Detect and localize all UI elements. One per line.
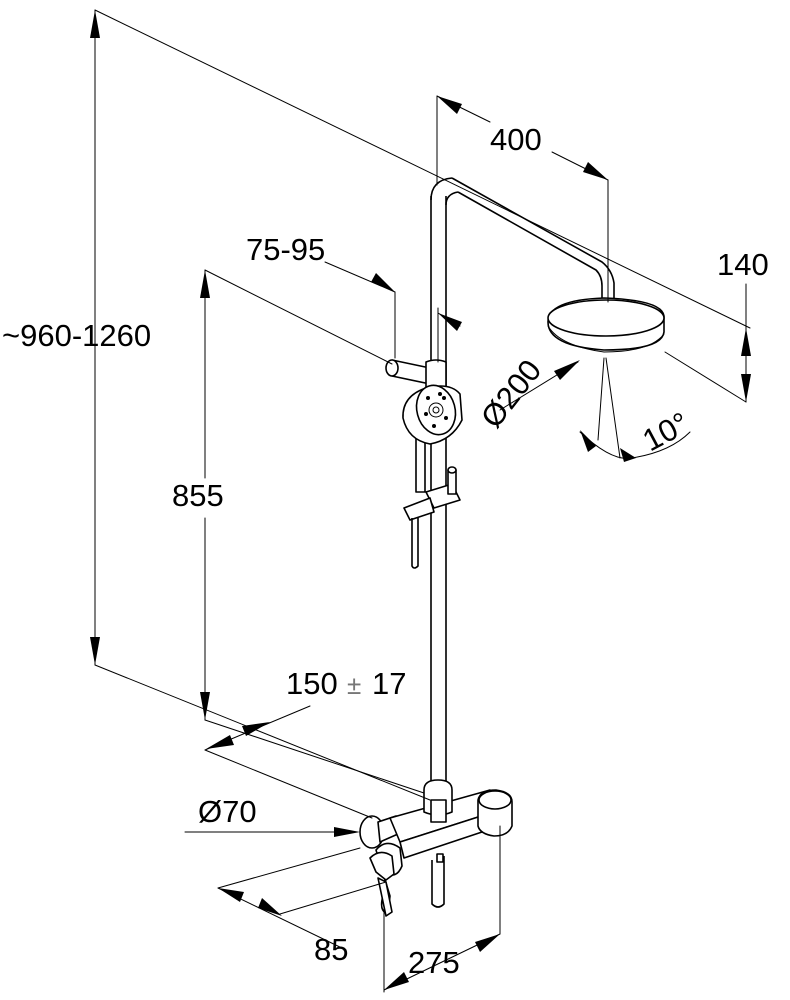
dimension-head-height: 140	[664, 247, 769, 403]
dimension-rosette-diameter: Ø70	[184, 794, 360, 837]
dimension-head-tilt: 10°	[579, 357, 695, 462]
dimension-total-height: ~960-1260	[2, 9, 751, 801]
shower-arm	[451, 177, 615, 302]
label-inlet-spacing: 150	[286, 666, 338, 701]
dimension-bracket-height: 855	[172, 269, 425, 794]
label-slider-offset: 75-95	[246, 232, 325, 267]
label-mixer-width: 275	[408, 945, 460, 980]
label-head-height: 140	[717, 247, 769, 282]
thermostatic-mixer	[359, 779, 513, 917]
label-head-diameter: Ø200	[474, 353, 548, 434]
dimension-mixer-width: 275	[383, 825, 501, 993]
label-arm-length: 400	[490, 122, 542, 157]
dimension-wall-offset: 85	[217, 847, 387, 967]
shower-column	[430, 177, 619, 795]
label-bracket-height: 855	[172, 478, 224, 513]
label-total-height: ~960-1260	[2, 318, 151, 353]
label-inlet-spacing-tol-sign: ±	[347, 670, 361, 700]
label-inlet-spacing-tol: 17	[372, 666, 406, 701]
hand-shower	[402, 384, 463, 493]
label-wall-offset: 85	[314, 932, 348, 967]
dimension-slider-offset: 75-95	[246, 232, 462, 363]
dimension-head-diameter: Ø200	[474, 353, 580, 434]
hand-shower-holder	[403, 466, 461, 569]
label-rosette-diameter: Ø70	[198, 794, 257, 829]
shower-arm-bend	[430, 177, 459, 206]
dimension-inlet-spacing: 150 ± 17	[204, 666, 406, 819]
rain-shower-head	[547, 297, 665, 353]
label-head-tilt: 10°	[637, 405, 695, 458]
dimension-arm-length: 400	[436, 95, 609, 303]
